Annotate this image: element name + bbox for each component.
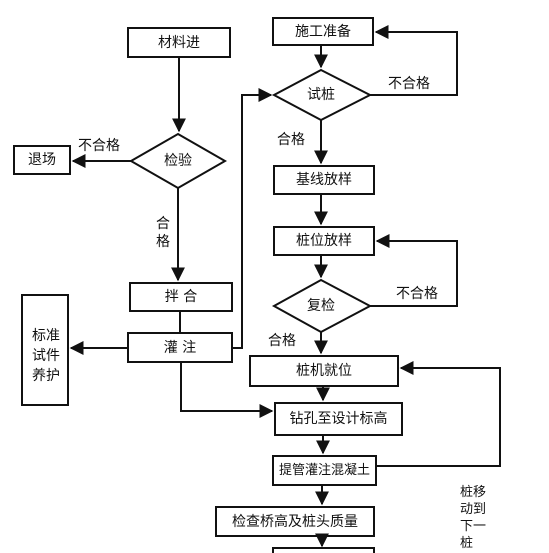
drill-box [274,402,403,436]
edge-pouring-to-test-pile [232,88,273,349]
move-next-pile-label: 桩移动到下一桩 [460,485,487,551]
pipe-pour-label: 提管灌注混凝土 [278,463,370,478]
edge-test-fail-loop [370,25,458,96]
inspection-label: 检验 [164,153,192,169]
pouring-label: 灌 注 [163,339,197,356]
mixing-label: 拌 合 [164,289,198,305]
inspection-pass-label: 合格 [156,216,170,250]
test-fail-label: 不合格 [388,76,430,92]
rig-in-position-label: 桩机就位 [296,363,352,379]
edge-pouring-to-drill [180,362,274,418]
recheck-label: 复检 [307,298,335,314]
reject-out-label: 退场 [28,152,56,168]
materials-in-label: 材料进 [158,34,200,51]
recheck-fail-label: 不合格 [396,286,438,302]
inspection-fail-label: 不合格 [78,138,120,154]
construction-prep-box [272,17,374,46]
recheck-pass-label: 合格 [268,333,296,349]
bottom-partial-box [272,547,375,553]
edge-recheck-fail-loop [370,234,458,307]
baseline-layout-label: 基线放样 [296,172,352,188]
pipe-pour-box [272,455,377,486]
test-pass-label: 合格 [277,132,305,148]
check-quality-box [215,506,375,537]
edge-next-pile-loop [376,361,501,467]
reject-out-box [13,145,71,175]
drill-label: 钻孔至设计标高 [289,411,388,427]
specimen-curing-box [21,294,69,406]
pile-layout-box [273,226,375,256]
test-pile-label: 试桩 [307,87,335,103]
specimen-curing-label: 标准试件养护 [32,328,60,384]
pile-layout-label: 桩位放样 [296,233,352,249]
baseline-layout-box [273,165,375,195]
construction-prep-label: 施工准备 [295,23,351,40]
check-quality-label: 检查桥高及桩头质量 [232,513,358,530]
